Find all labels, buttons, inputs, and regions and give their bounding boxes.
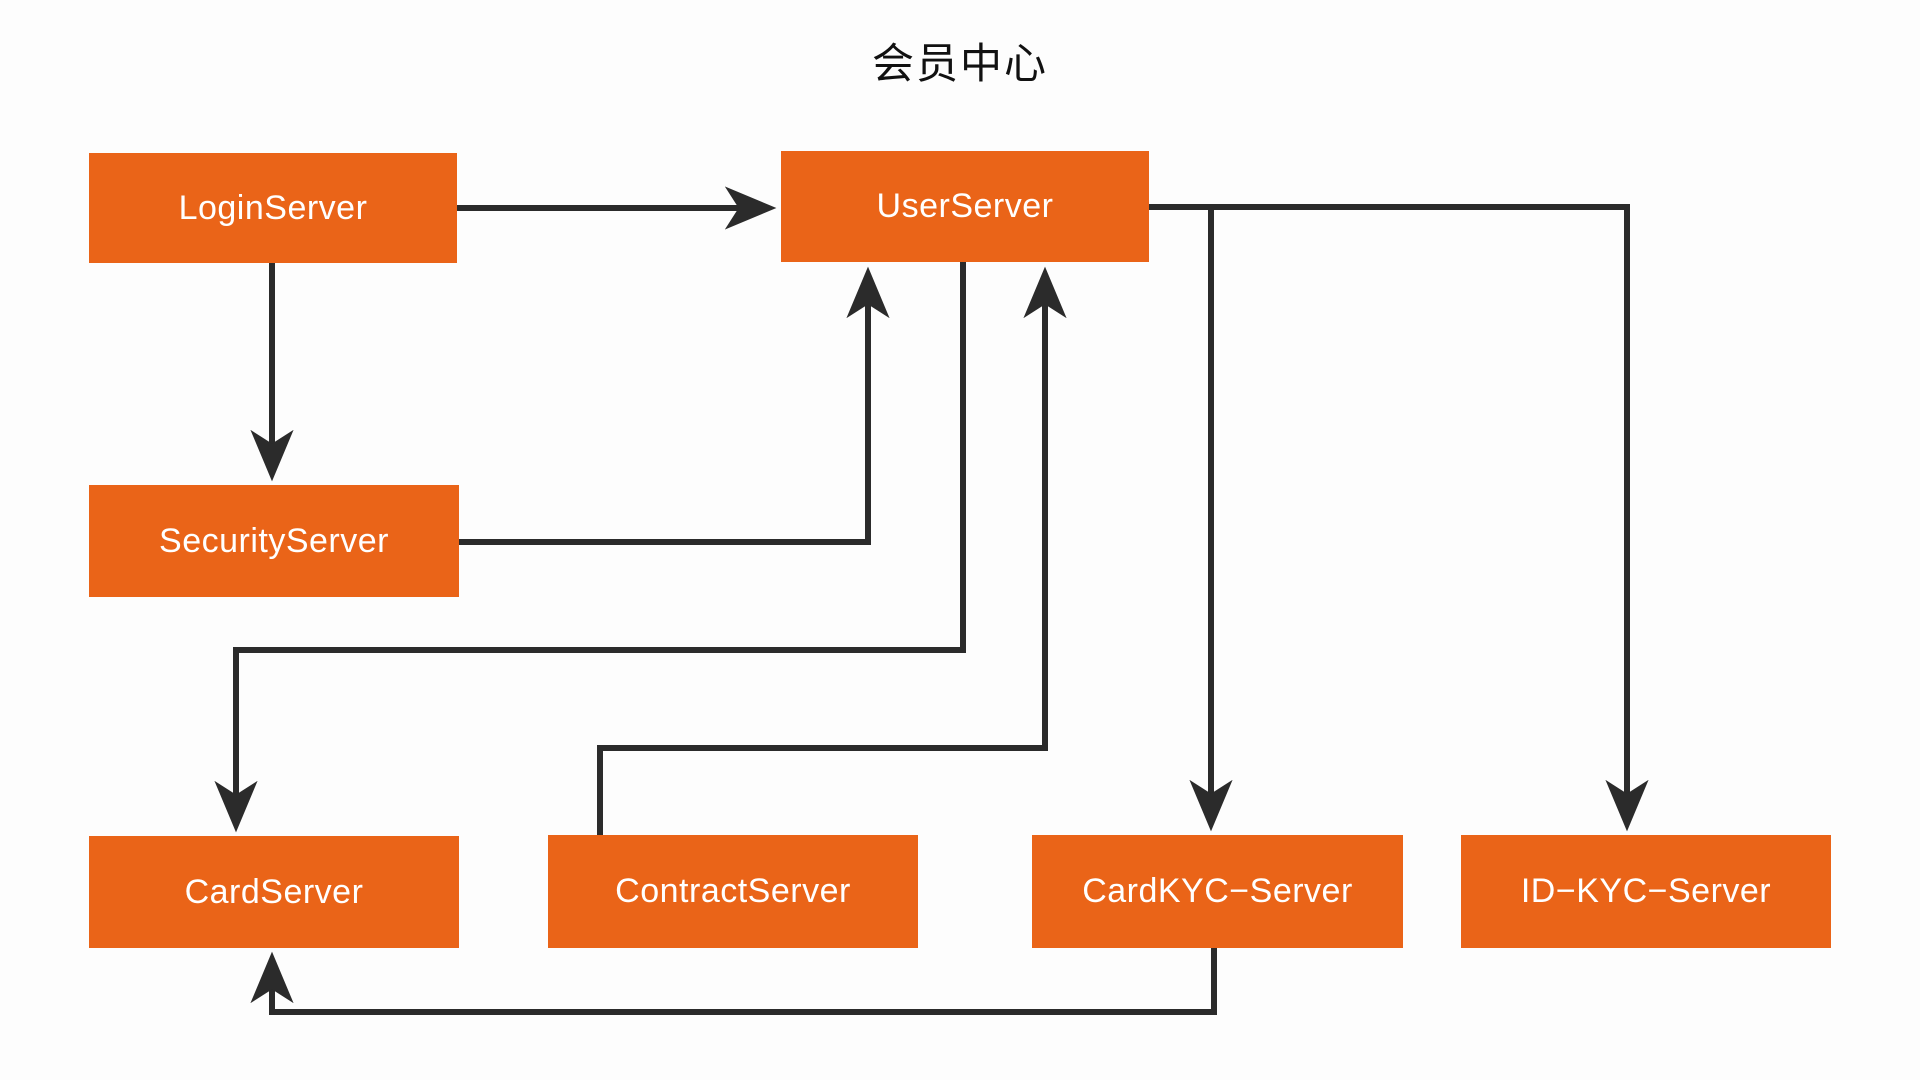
node-card-server[interactable]: CardServer — [89, 836, 459, 948]
node-label: ContractServer — [615, 872, 851, 910]
node-label: CardServer — [184, 872, 364, 911]
node-label: UserServer — [876, 187, 1054, 225]
edge-user-to-card — [214, 262, 966, 833]
node-label: LoginServer — [178, 188, 368, 227]
edge-user-to-cardkyc — [1149, 204, 1233, 832]
node-login-server[interactable]: LoginServer — [89, 153, 457, 263]
node-label: SecurityServer — [159, 521, 389, 560]
edge-cardkyc-to-card — [250, 948, 1217, 1015]
node-label: CardKYC−Server — [1082, 872, 1353, 910]
node-contract-server[interactable]: ContractServer — [548, 835, 918, 948]
node-label: ID−KYC−Server — [1520, 872, 1772, 910]
node-idkyc-server[interactable]: ID−KYC−Server — [1461, 835, 1831, 948]
node-security-server[interactable]: SecurityServer — [89, 485, 459, 597]
edge-security-to-user — [459, 266, 890, 545]
node-cardkyc-server[interactable]: CardKYC−Server — [1032, 835, 1403, 948]
node-user-server[interactable]: UserServer — [781, 151, 1149, 262]
page-title: 会员中心 — [871, 39, 1048, 88]
edge-user-to-idkyc — [1205, 204, 1649, 832]
edge-contract-to-user — [597, 266, 1067, 835]
